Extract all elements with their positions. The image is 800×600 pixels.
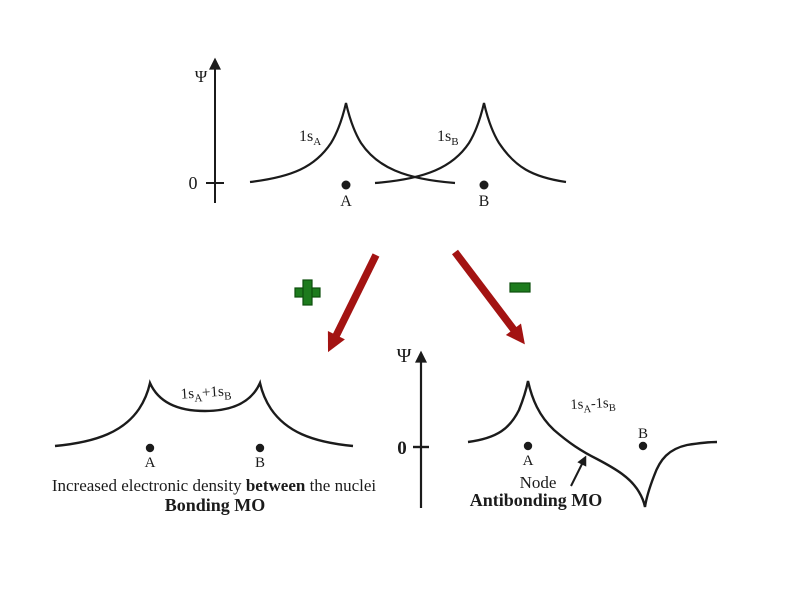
- minus-operator-icon: [509, 282, 531, 293]
- nucleus-a-dot-top: [341, 180, 351, 190]
- nucleus-b-label-top: B: [479, 193, 490, 210]
- node-label: Node: [520, 473, 557, 492]
- psi-axis-bottom-group: Ψ 0: [397, 345, 429, 508]
- bonding-mo-plot: 1sA+1sB A B Increased electronic density…: [52, 379, 377, 515]
- antibonding-title: Antibonding MO: [470, 490, 603, 510]
- combination-arrows: [294, 249, 531, 353]
- zero-label-top: 0: [189, 173, 198, 193]
- nucleus-a-dot-bonding: [145, 443, 155, 453]
- orbital-1sB-label: 1sB: [437, 128, 459, 148]
- psi-axis-label-bottom: Ψ: [397, 345, 412, 367]
- orbital-1sA-curve: [249, 102, 456, 185]
- psi-axis-label-top: Ψ: [195, 67, 208, 86]
- nucleus-b-label-antibonding: B: [638, 426, 648, 442]
- antibonding-combination-arrow: [452, 249, 525, 345]
- antibonding-curve-label: 1sA-1sB: [570, 395, 616, 416]
- nucleus-b-dot-bonding: [255, 443, 265, 453]
- antibonding-mo-curve: [467, 380, 718, 508]
- nucleus-a-dot-antibonding: [523, 441, 533, 451]
- nucleus-b-dot-top: [479, 180, 489, 190]
- nucleus-a-label-top: A: [340, 193, 352, 210]
- bonding-combination-arrow: [327, 253, 380, 353]
- bonding-curve-label: 1sA+1sB: [180, 383, 232, 405]
- nucleus-a-label-antibonding: A: [523, 453, 534, 469]
- atomic-orbitals-plot: Ψ 0 1sA 1sB A B: [189, 57, 567, 210]
- nucleus-b-label-bonding: B: [255, 455, 265, 471]
- bonding-mo-curve: [54, 379, 354, 448]
- nucleus-a-label-bonding: A: [145, 455, 156, 471]
- node-pointer-arrow: [570, 455, 587, 487]
- orbital-1sA-label: 1sA: [299, 128, 321, 148]
- orbital-1sB-curve: [374, 102, 567, 185]
- bonding-caption: Increased electronic density between the…: [52, 476, 377, 495]
- plus-operator-icon: [294, 279, 321, 306]
- antibonding-mo-plot: 1sA-1sB A B Node Antibonding MO: [467, 380, 718, 510]
- nucleus-b-dot-antibonding: [638, 441, 648, 451]
- bonding-title: Bonding MO: [165, 495, 266, 515]
- zero-label-bottom: 0: [397, 438, 407, 459]
